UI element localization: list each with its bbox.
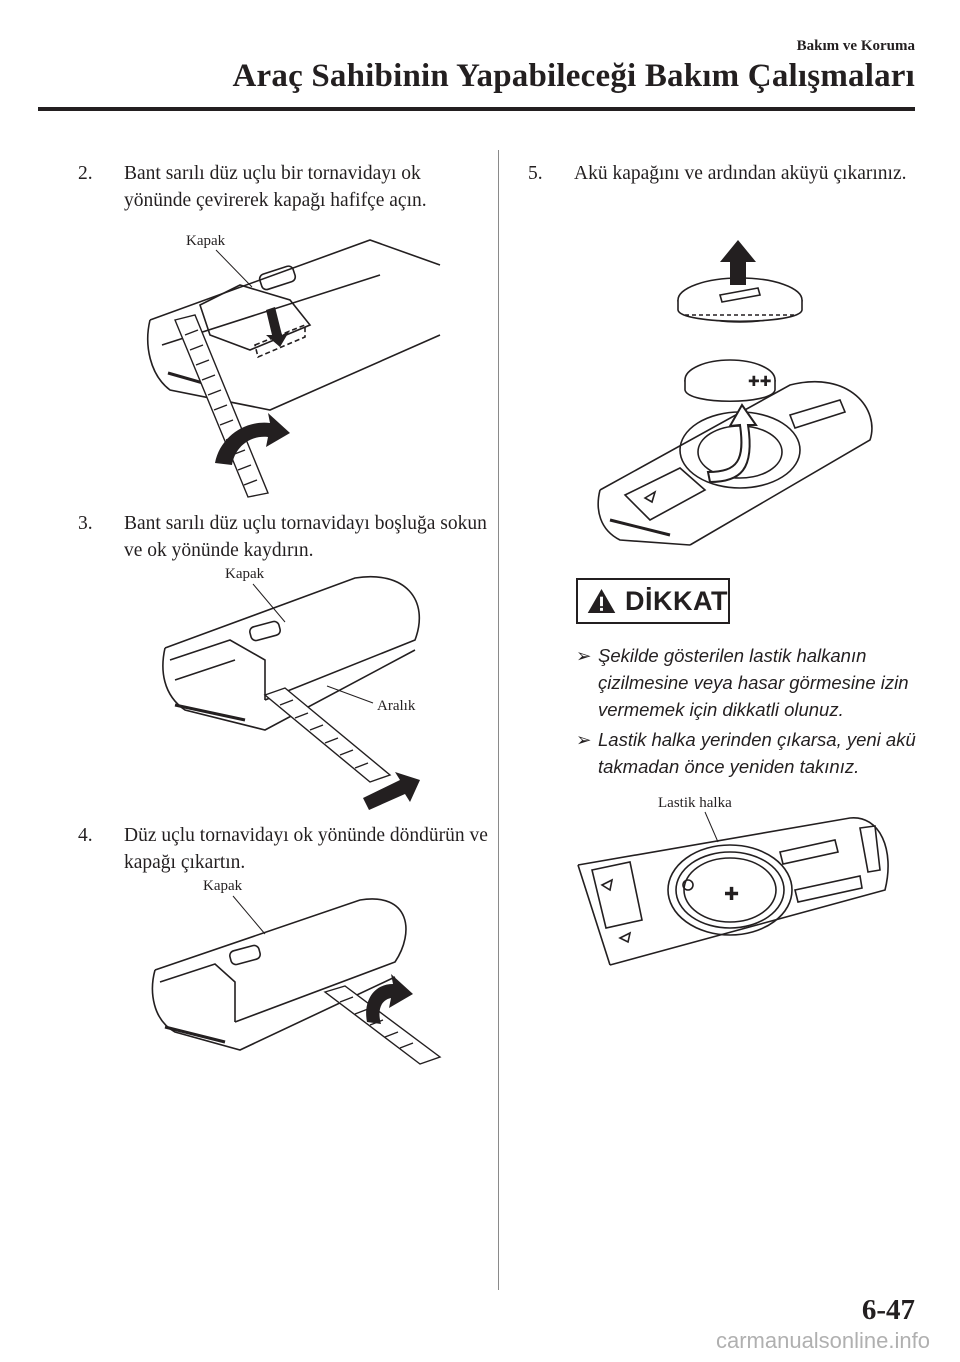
figure-label-cover: Kapak (186, 233, 226, 249)
figure-insert-gap: Kapak Aralık (162, 566, 421, 810)
figure-label-cover: Kapak (225, 566, 265, 582)
step-2: 2. Bant sarılı düz uçlu bir tornavidayı … (78, 160, 478, 214)
step-number: 5. (528, 163, 543, 184)
step-text: Düz uçlu tornavidayı ok yönünde döndürün… (124, 825, 488, 873)
step-text: Bant sarılı düz uçlu bir tornavidayı ok … (124, 163, 427, 211)
step-number: 2. (78, 163, 93, 184)
figure-remove-cover: Kapak (151, 878, 442, 1065)
bullet-arrow-icon: ➢ (576, 645, 592, 666)
step-text: Bant sarılı düz uçlu tornavidayı boşluğa… (124, 513, 487, 561)
page-number: 6-47 (861, 1294, 915, 1326)
watermark-text: carmanualsonline.info (715, 1328, 930, 1353)
step-5: 5. Akü kapağını ve ardından aküyü çıkarı… (528, 160, 918, 187)
svg-text:✚✚: ✚✚ (748, 375, 771, 390)
warning-triangle-icon (587, 588, 616, 614)
column-divider (498, 150, 499, 1290)
warning-bullet-text: Şekilde gösterilen lastik halkanın çizil… (598, 645, 909, 720)
warning-bullet-1: ➢ Şekilde gösterilen lastik halkanın çiz… (576, 642, 921, 723)
section-label: Bakım ve Koruma (796, 38, 915, 54)
warning-bullet-text: Lastik halka yerinden çıkarsa, yeni akü … (598, 729, 916, 777)
warning-label: DİKKAT (625, 585, 728, 616)
step-4: 4. Düz uçlu tornavidayı ok yönünde döndü… (78, 822, 488, 876)
svg-text:✚: ✚ (724, 884, 739, 904)
figure-battery-removal: ✚✚ (597, 240, 873, 546)
figure-open-cover: Kapak (147, 233, 441, 498)
chapter-title: Araç Sahibinin Yapabileceği Bakım Çalışm… (232, 58, 915, 94)
figure-label-gap: Aralık (377, 698, 416, 714)
step-number: 4. (78, 825, 93, 846)
header-rule (38, 107, 915, 111)
step-text: Akü kapağını ve ardından aküyü çıkarınız… (574, 163, 907, 184)
warning-box: DİKKAT (576, 578, 730, 624)
figure-label-ring: Lastik halka (658, 795, 732, 811)
step-3: 3. Bant sarılı düz uçlu tornavidayı boşl… (78, 510, 488, 564)
figure-rubber-ring: Lastik halka ✚ (577, 795, 889, 966)
warning-bullet-2: ➢ Lastik halka yerinden çıkarsa, yeni ak… (576, 726, 921, 780)
figure-label-cover: Kapak (203, 878, 243, 894)
step-number: 3. (78, 513, 93, 534)
bullet-arrow-icon: ➢ (576, 729, 592, 750)
